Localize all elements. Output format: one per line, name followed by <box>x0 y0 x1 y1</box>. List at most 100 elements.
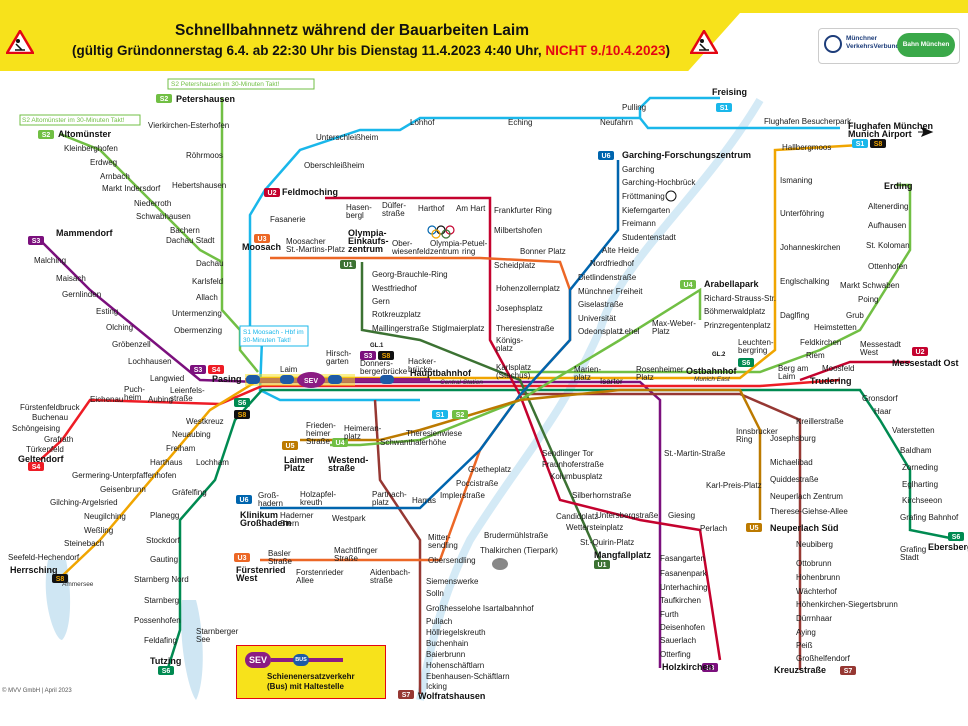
svg-text:Pullach: Pullach <box>426 617 452 626</box>
svg-text:Grafrath: Grafrath <box>44 435 73 444</box>
station-label-hasenbergl: Hasen-bergl <box>346 203 372 220</box>
svg-text:St.-Quirin-Platz: St.-Quirin-Platz <box>580 538 634 547</box>
svg-text:Neuperlach Süd: Neuperlach Süd <box>770 523 839 533</box>
svg-text:Munich Airport: Munich Airport <box>848 129 912 139</box>
svg-text:Neufahrn: Neufahrn <box>600 118 633 127</box>
svg-text:Lehel: Lehel <box>620 327 640 336</box>
svg-text:Feldafing: Feldafing <box>144 636 177 645</box>
svg-text:Gräfelfing: Gräfelfing <box>172 488 207 497</box>
svg-text:S3: S3 <box>194 367 203 374</box>
note-s2-altomuenster-box <box>19 114 141 126</box>
svg-text:S2: S2 <box>42 132 51 139</box>
svg-text:Theresienwiese: Theresienwiese <box>406 429 463 438</box>
svg-text:Niederroth: Niederroth <box>134 199 171 208</box>
svg-text:Seefeld-Hechendorf: Seefeld-Hechendorf <box>8 553 80 562</box>
svg-text:S6: S6 <box>742 360 751 367</box>
svg-text:Buchenau: Buchenau <box>32 413 68 422</box>
station-label-mittersendling: Mitter-sendling <box>428 533 458 550</box>
svg-text:S7: S7 <box>844 668 853 675</box>
svg-text:Heimstetten: Heimstetten <box>814 323 857 332</box>
svg-text:Erding: Erding <box>884 181 913 191</box>
station-label-hirschgarten: Hirsch-garten <box>326 349 352 366</box>
svg-text:Munich East: Munich East <box>694 376 731 383</box>
svg-text:Maisach: Maisach <box>56 274 86 283</box>
svg-text:Therese-Giehse-Allee: Therese-Giehse-Allee <box>770 507 848 516</box>
svg-text:Central Station: Central Station <box>440 379 483 386</box>
svg-text:Maillingerstraße: Maillingerstraße <box>372 324 429 333</box>
svg-text:Flughafen München: Flughafen München <box>848 121 933 131</box>
svg-text:Geltendorf: Geltendorf <box>18 454 65 464</box>
line-s7-east <box>520 392 802 670</box>
svg-text:Dürrnhaar: Dürrnhaar <box>796 614 832 623</box>
svg-text:U6: U6 <box>602 153 611 160</box>
svg-text:Planegg: Planegg <box>150 511 179 520</box>
svg-text:S6: S6 <box>162 668 171 675</box>
svg-text:Daglfing: Daglfing <box>780 311 809 320</box>
svg-text:U1: U1 <box>344 262 353 269</box>
svg-text:Karlsfeld: Karlsfeld <box>192 277 223 286</box>
svg-text:Am Hart: Am Hart <box>456 204 486 213</box>
svg-text:U2: U2 <box>268 190 277 197</box>
station-label-aidenbachstrasse: Aidenbach-straße <box>370 568 411 585</box>
svg-text:Hohenbrunn: Hohenbrunn <box>796 573 840 582</box>
svg-text:Münchner Freiheit: Münchner Freiheit <box>578 287 643 296</box>
bus-stop-pasing <box>246 375 260 384</box>
svg-text:S8: S8 <box>238 412 247 419</box>
svg-text:Josephsplatz: Josephsplatz <box>496 304 543 313</box>
svg-text:U4: U4 <box>684 282 693 289</box>
svg-text:Kirchseeon: Kirchseeon <box>902 496 942 505</box>
svg-text:Arnbach: Arnbach <box>100 172 130 181</box>
svg-text:Arabellapark: Arabellapark <box>704 279 760 289</box>
svg-text:Kleinberghofen: Kleinberghofen <box>64 144 118 153</box>
svg-text:Wolfratshausen: Wolfratshausen <box>418 691 485 701</box>
svg-text:Sauerlach: Sauerlach <box>660 636 696 645</box>
svg-text:Herrsching: Herrsching <box>10 565 58 575</box>
svg-text:Furth: Furth <box>660 610 679 619</box>
svg-text:Unterföhring: Unterföhring <box>780 209 824 218</box>
svg-text:Mammendorf: Mammendorf <box>56 228 114 238</box>
svg-text:Ammersee: Ammersee <box>62 581 94 588</box>
svg-text:S4: S4 <box>32 464 41 471</box>
svg-text:Haar: Haar <box>874 407 892 416</box>
svg-text:U3: U3 <box>258 236 267 243</box>
svg-text:Silberhornstraße: Silberhornstraße <box>572 491 632 500</box>
svg-text:Schwanthalerhöhe: Schwanthalerhöhe <box>380 438 447 447</box>
svg-text:Westkreuz: Westkreuz <box>186 417 224 426</box>
svg-text:Harthof: Harthof <box>418 204 445 213</box>
svg-text:Hebertshausen: Hebertshausen <box>172 181 226 190</box>
legend-bus-marker: BUS <box>293 654 309 666</box>
note-s1-moosach-box <box>239 325 309 347</box>
svg-text:Gröbenzell: Gröbenzell <box>112 340 151 349</box>
svg-text:Starnberg Nord: Starnberg Nord <box>134 575 189 584</box>
svg-text:Bachern: Bachern <box>170 226 200 235</box>
svg-text:Schwabhausen: Schwabhausen <box>136 212 191 221</box>
svg-text:Germering-Unterpfaffenhofen: Germering-Unterpfaffenhofen <box>72 471 176 480</box>
svg-text:Esting: Esting <box>96 307 118 316</box>
svg-text:Vierkirchen-Esterhofen: Vierkirchen-Esterhofen <box>148 121 229 130</box>
svg-text:Garching-Hochbrück: Garching-Hochbrück <box>622 178 696 187</box>
svg-text:S3: S3 <box>364 353 373 360</box>
svg-text:Untermenzing: Untermenzing <box>172 309 222 318</box>
station-label-westendstrasse: Westend-straße <box>328 455 368 473</box>
svg-text:Fraunhoferstraße: Fraunhoferstraße <box>542 460 604 469</box>
bus-stop-hirschgarten <box>328 375 342 384</box>
svg-text:Ebenhausen-Schäftlarn: Ebenhausen-Schäftlarn <box>426 672 510 681</box>
svg-text:Aying: Aying <box>796 628 816 637</box>
svg-text:Richard-Strauss-Str.: Richard-Strauss-Str. <box>704 294 776 303</box>
svg-text:Allach: Allach <box>196 293 218 302</box>
station-label-karlsplatz: Karlsplatz(Stachus) <box>496 363 531 380</box>
svg-text:Freising: Freising <box>712 87 747 97</box>
svg-text:Obersendling: Obersendling <box>428 556 476 565</box>
svg-text:Trudering: Trudering <box>810 376 852 386</box>
svg-text:Höhenkirchen-Siegertsbrunn: Höhenkirchen-Siegertsbrunn <box>796 600 898 609</box>
svg-text:Buchenhain: Buchenhain <box>426 639 468 648</box>
svg-text:Pulling: Pulling <box>622 103 646 112</box>
svg-text:Malching: Malching <box>34 256 66 265</box>
